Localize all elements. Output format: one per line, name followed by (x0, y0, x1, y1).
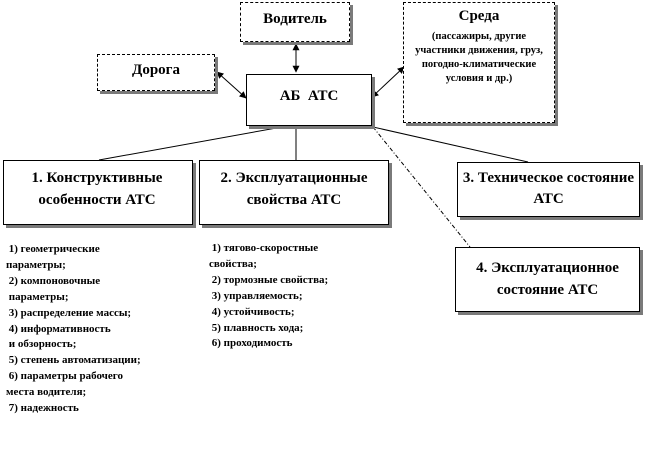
list-item: места водителя; (6, 386, 87, 399)
design-label: 1. Конструктивные особенности АТС (31, 170, 163, 208)
list-item: 5) степень автоматизации; (6, 354, 141, 367)
arrow-road-center (216, 71, 247, 99)
list-item: 6) параметры рабочего (6, 370, 123, 383)
list-item: 1) геометрические (6, 243, 100, 255)
list-item: 6) проходимость (209, 337, 293, 350)
environment-details: (пассажиры, другие участники движения, г… (415, 31, 543, 84)
design-box (3, 160, 193, 225)
list-item: 4) устойчивость; (209, 305, 295, 318)
line-center-technical (372, 126, 529, 163)
list-item: параметры; (6, 290, 69, 303)
technical-state-box (457, 162, 640, 217)
operational-props-box (199, 160, 389, 225)
list-item: 2) компоновочные (6, 274, 101, 287)
operational-state-box (455, 247, 640, 312)
list-item: 7) надежность (6, 402, 79, 415)
list-item: 5) плавность хода; (209, 321, 304, 334)
list-item: 3) распределение массы; (6, 306, 132, 319)
list-item: и обзорность; (6, 338, 77, 351)
environment-box (403, 2, 555, 123)
operational-state-label: 4. Эксплуатационное состояние АТС (476, 260, 619, 298)
technical-state-label: 3. Техническое состояние АТС (462, 170, 635, 207)
center-label: АБ АТС (279, 88, 339, 104)
line-center-design (98, 126, 283, 161)
center-box (246, 74, 372, 126)
driver-box (240, 2, 350, 42)
list-item: параметры; (6, 258, 66, 271)
props-list: 1) тягово-скоростные свойства; 2) тормоз… (209, 241, 328, 352)
list-item: свойства; (209, 257, 257, 270)
list-item: 4) информативность (6, 322, 111, 335)
list-item: 2) тормозные свойства; (209, 273, 329, 286)
operational-props-label: 2. Эксплуатационные свойства АТС (220, 170, 368, 208)
list-item: 3) управляемость; (209, 289, 303, 302)
environment-title: Среда (458, 8, 500, 24)
road-box (97, 54, 215, 91)
list-item: 1) тягово-скоростные (209, 242, 319, 254)
line-center-operational-state (372, 126, 471, 248)
design-list: 1) геометрические параметры; 2) компонов… (6, 242, 141, 417)
driver-label: Водитель (263, 11, 327, 27)
road-label: Дорога (132, 62, 180, 78)
arrow-environment-center (371, 66, 405, 98)
